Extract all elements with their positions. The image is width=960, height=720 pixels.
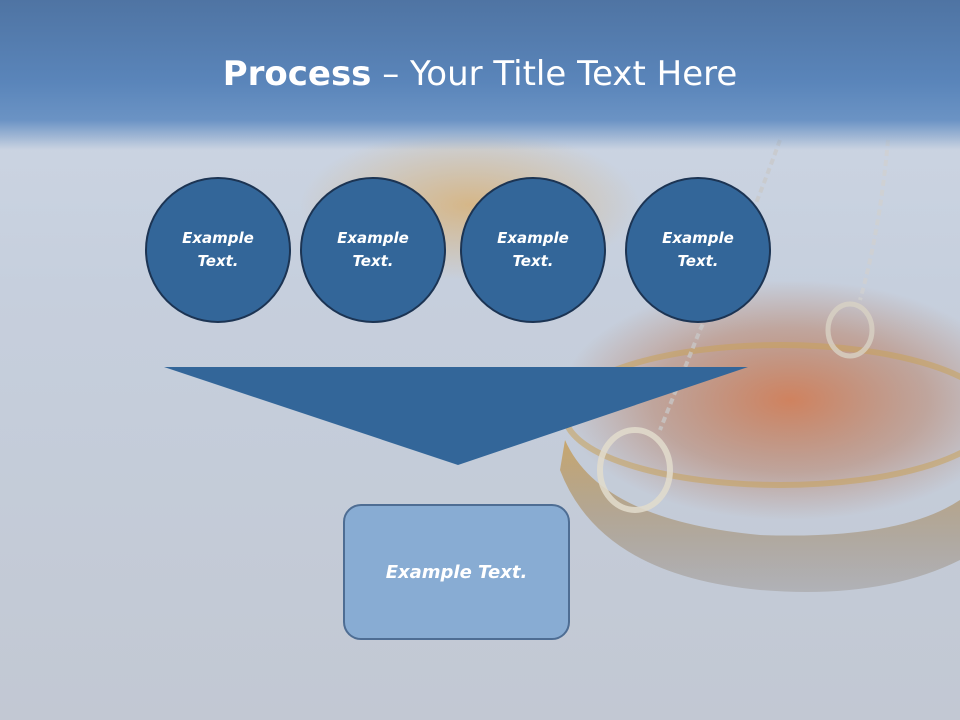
title-bold: Process <box>222 54 372 94</box>
funnel-arrow[interactable] <box>164 367 748 465</box>
process-step-circle-2[interactable]: Example Text. <box>300 177 446 323</box>
title-rest: – Your Title Text Here <box>371 54 738 94</box>
process-step-circle-4[interactable]: Example Text. <box>625 177 771 323</box>
process-step-label-4: Example Text. <box>662 229 734 270</box>
result-box[interactable]: Example Text. <box>343 504 570 640</box>
result-label: Example Text. <box>385 561 528 583</box>
process-step-label-3: Example Text. <box>497 229 569 270</box>
title-bar <box>0 0 960 150</box>
slide-title: Process – Your Title Text Here <box>0 52 960 96</box>
process-step-label-2: Example Text. <box>337 229 409 270</box>
process-step-label-1: Example Text. <box>182 229 254 270</box>
process-step-circle-1[interactable]: Example Text. <box>145 177 291 323</box>
process-step-circle-3[interactable]: Example Text. <box>460 177 606 323</box>
